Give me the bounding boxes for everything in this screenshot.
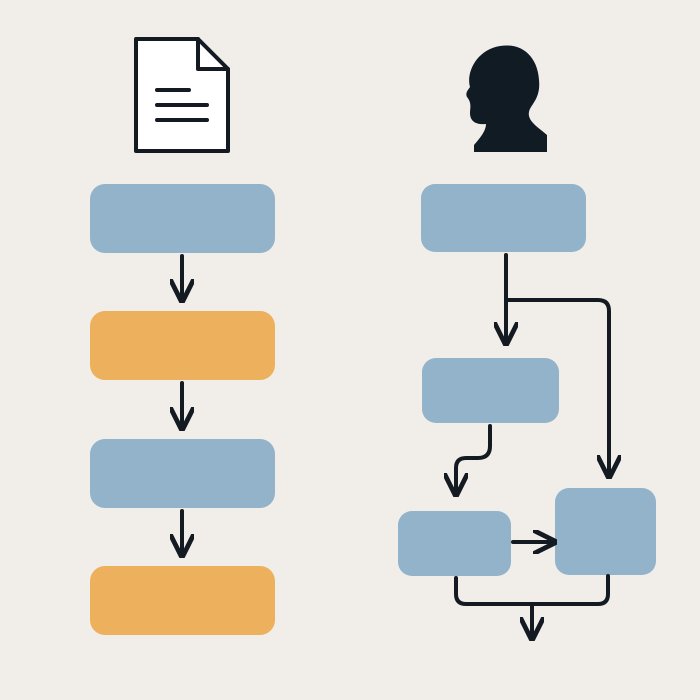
left-box-4 bbox=[90, 566, 275, 635]
arrow-right-top-to-lower-right bbox=[504, 298, 609, 474]
right-box-top bbox=[421, 184, 586, 252]
document-icon bbox=[134, 37, 230, 153]
right-connectors bbox=[454, 253, 610, 636]
right-box-lower-right bbox=[555, 488, 656, 575]
right-box-middle bbox=[422, 358, 559, 423]
left-box-2 bbox=[90, 311, 275, 380]
person-head-icon bbox=[466, 45, 547, 152]
left-box-1 bbox=[90, 184, 275, 253]
left-box-3 bbox=[90, 439, 275, 508]
right-box-lower-left bbox=[398, 511, 511, 576]
merge-connector bbox=[454, 574, 610, 606]
arrow-right-middle-to-lower-left bbox=[456, 424, 492, 492]
